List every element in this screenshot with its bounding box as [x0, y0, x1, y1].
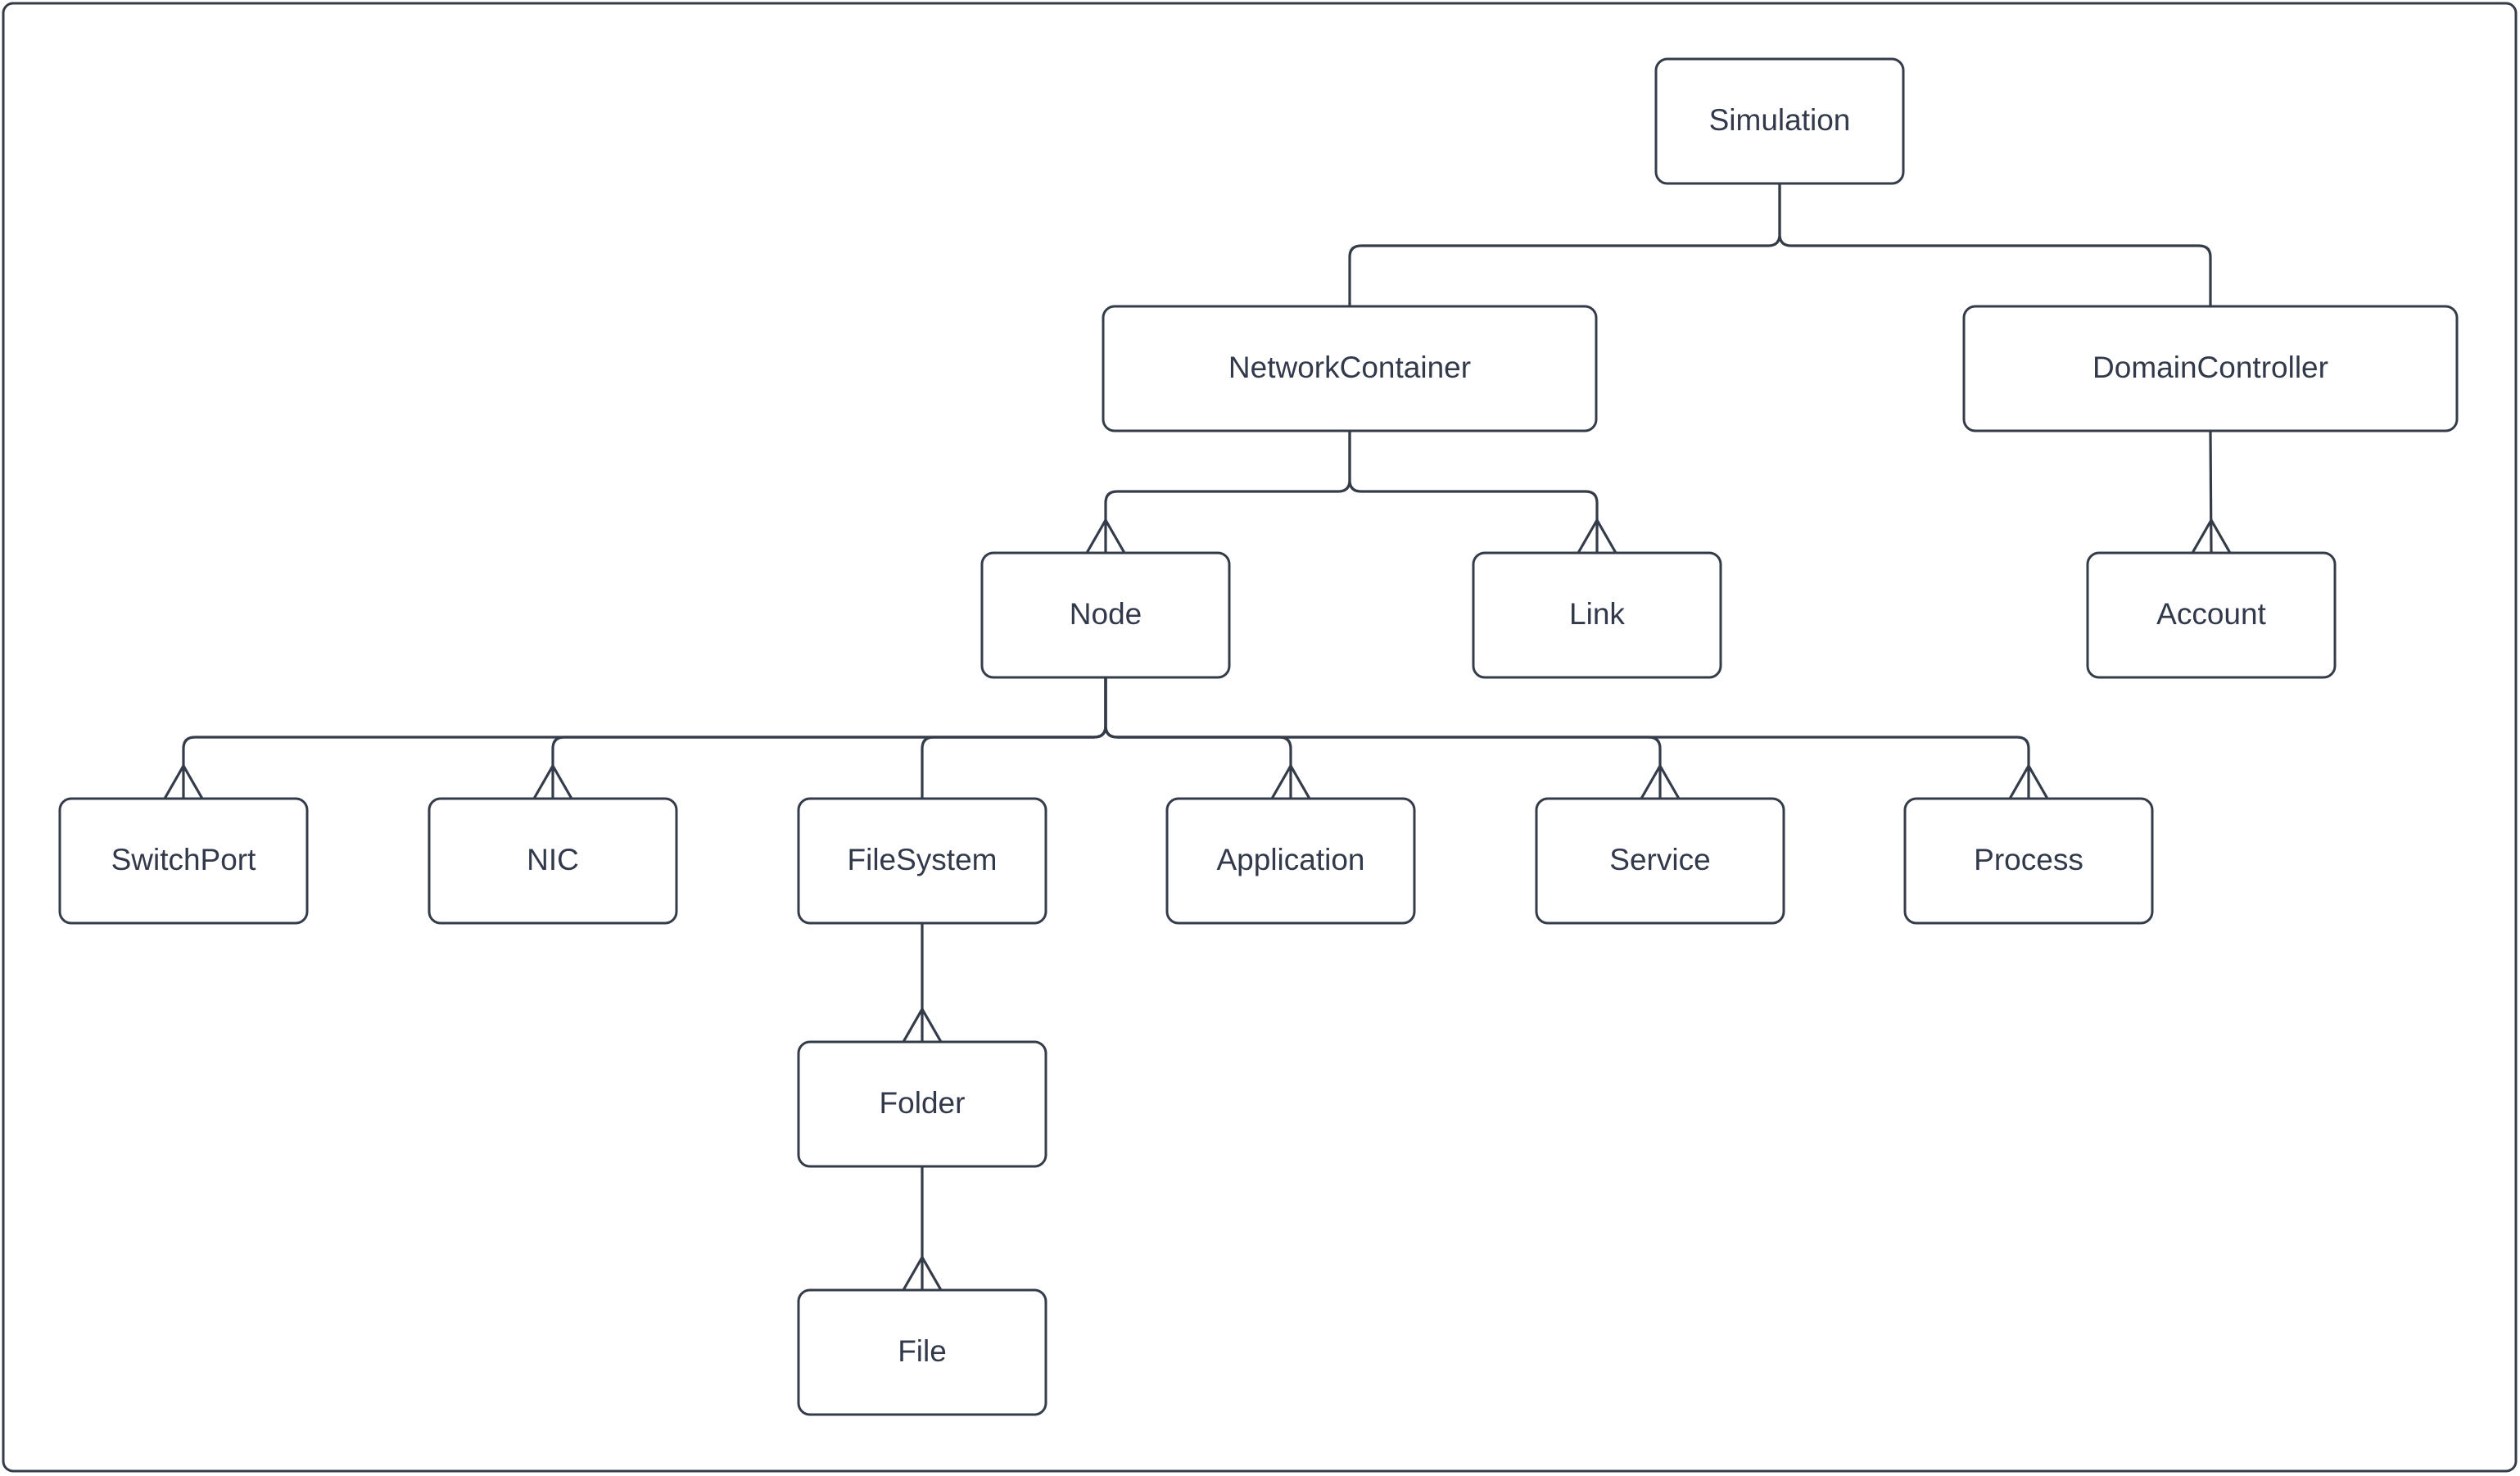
- class-node-process[interactable]: Process: [1903, 797, 2154, 925]
- class-node-label: Link: [1569, 597, 1625, 631]
- edge-folder-to-file: [902, 1166, 943, 1291]
- class-node-label: Node: [1070, 597, 1142, 631]
- connector-line: [1778, 183, 2212, 306]
- class-node-switchport[interactable]: SwitchPort: [58, 797, 309, 925]
- generalization-arrowhead: [2191, 517, 2232, 554]
- edge-simulation-to-domain_controller: [1778, 183, 2212, 306]
- connector-line: [2209, 430, 2213, 554]
- class-node-box[interactable]: [1472, 551, 1722, 679]
- generalization-arrowhead: [1640, 763, 1681, 799]
- generalization-arrowhead: [902, 1006, 943, 1043]
- class-node-box[interactable]: [58, 797, 309, 925]
- class-node-box[interactable]: [1962, 305, 2459, 432]
- class-node-label: Service: [1609, 843, 1710, 876]
- class-node-label: SwitchPort: [111, 843, 257, 876]
- edge-domain_controller-to-account: [2191, 430, 2232, 554]
- class-node-account[interactable]: Account: [2086, 551, 2337, 679]
- generalization-arrowhead: [902, 1254, 943, 1291]
- edge-filesystem-to-folder: [902, 923, 943, 1043]
- class-node-label: NIC: [527, 843, 579, 876]
- class-node-nic[interactable]: NIC: [428, 797, 678, 925]
- generalization-arrowhead: [163, 763, 204, 799]
- edge-node-to-process: [1104, 677, 2049, 799]
- generalization-arrowhead: [2008, 763, 2049, 799]
- class-node-label: Simulation: [1709, 103, 1851, 137]
- connector-line: [1348, 431, 1599, 553]
- class-node-box[interactable]: [428, 797, 678, 925]
- class-node-label: Folder: [880, 1086, 966, 1120]
- generalization-arrowhead: [1577, 517, 1617, 554]
- generalization-arrowhead: [1085, 517, 1126, 554]
- class-node-box[interactable]: [797, 1288, 1047, 1416]
- generalization-arrowhead: [1270, 763, 1311, 799]
- class-node-box[interactable]: [2086, 551, 2337, 679]
- class-node-network_container[interactable]: NetworkContainer: [1102, 305, 1598, 432]
- class-node-label: Process: [1974, 843, 2083, 876]
- edge-network_container-to-link: [1348, 431, 1617, 554]
- edge-layer: [163, 183, 2232, 1291]
- class-node-label: Account: [2156, 597, 2266, 631]
- class-node-filesystem[interactable]: FileSystem: [797, 797, 1047, 925]
- connector-line: [1104, 677, 2030, 799]
- class-node-box[interactable]: [1535, 797, 1785, 925]
- class-node-box[interactable]: [1102, 305, 1598, 432]
- class-node-node[interactable]: Node: [980, 551, 1231, 679]
- class-node-label: DomainController: [2092, 351, 2328, 384]
- class-node-box[interactable]: [1654, 57, 1905, 185]
- class-node-label: Application: [1216, 843, 1364, 876]
- class-node-box[interactable]: [797, 1040, 1047, 1168]
- class-node-application[interactable]: Application: [1165, 797, 1416, 925]
- class-node-box[interactable]: [797, 797, 1047, 925]
- class-node-simulation[interactable]: Simulation: [1654, 57, 1905, 185]
- class-node-folder[interactable]: Folder: [797, 1040, 1047, 1168]
- generalization-arrowhead: [532, 763, 573, 799]
- class-node-box[interactable]: [980, 551, 1231, 679]
- class-node-link[interactable]: Link: [1472, 551, 1722, 679]
- class-node-label: File: [898, 1334, 947, 1368]
- class-node-service[interactable]: Service: [1535, 797, 1785, 925]
- class-node-domain_controller[interactable]: DomainController: [1962, 305, 2459, 432]
- class-node-box[interactable]: [1165, 797, 1416, 925]
- class-node-file[interactable]: File: [797, 1288, 1047, 1416]
- class-node-label: NetworkContainer: [1228, 351, 1471, 384]
- class-node-label: FileSystem: [848, 843, 998, 876]
- class-node-box[interactable]: [1903, 797, 2154, 925]
